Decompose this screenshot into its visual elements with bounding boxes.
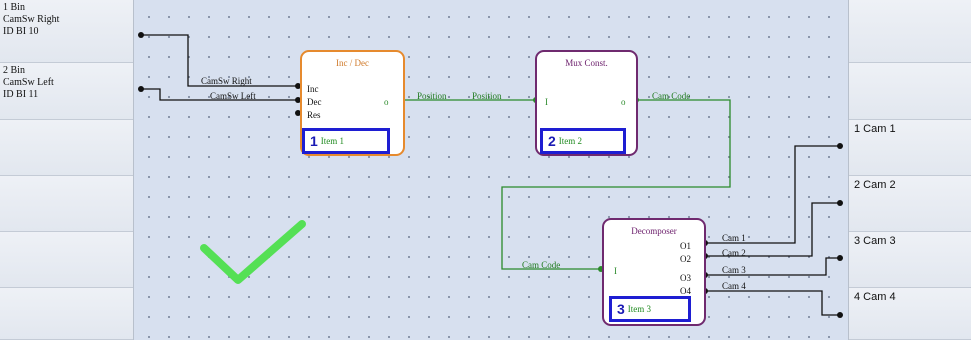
input-pin-2-name: CamSw Left (3, 77, 54, 88)
wire-label-cam-3: Cam 3 (722, 265, 746, 275)
wire-label-cam-code-in: Cam Code (522, 260, 561, 270)
checkmark-icon (200, 220, 306, 284)
input-pin-2-id: ID BI 11 (3, 89, 39, 100)
port-label-res: Res (307, 110, 321, 120)
wire-label-camsw-right: CamSw Right (201, 76, 252, 86)
port-label-o1: O1 (680, 241, 691, 251)
input-pin-empty[interactable] (0, 176, 133, 232)
wire-label-cam-4: Cam 4 (722, 281, 746, 291)
block-inc-dec[interactable]: Inc / Dec Inc Dec Res o 1 Item 1 (300, 50, 405, 156)
port-label-out: o (621, 97, 626, 107)
wire-label-position-in: Position (472, 91, 502, 101)
port-label-i: I (614, 266, 617, 276)
input-pin-empty[interactable] (0, 232, 133, 288)
block-decomposer-item[interactable]: 3 Item 3 (609, 296, 691, 322)
output-pin-4[interactable]: 4 Cam 4 (849, 288, 971, 340)
port-label-o3: O3 (680, 273, 691, 283)
wire-label-cam-2: Cam 2 (722, 248, 746, 258)
item-number: 3 (617, 301, 625, 317)
input-pin-1-name: CamSw Right (3, 14, 60, 25)
port-label-out: o (384, 97, 389, 107)
input-pin-empty[interactable] (0, 120, 133, 176)
output-pin-2-label: 2 Cam 2 (854, 179, 896, 191)
block-mux-const-title: Mux Const. (565, 58, 608, 68)
input-pin-2[interactable]: 2 Bin CamSw Left ID BI 11 (0, 63, 133, 120)
item-label: Item 2 (558, 136, 583, 146)
output-pin-1-label: 1 Cam 1 (854, 123, 896, 135)
port-label-o2: O2 (680, 254, 691, 264)
block-decomposer-title: Decomposer (631, 226, 677, 236)
input-pin-2-number: 2 Bin (3, 65, 25, 76)
input-pin-empty[interactable] (0, 288, 133, 340)
port-label-i: I (545, 97, 548, 107)
wire-label-camsw-left: CamSw Left (210, 91, 256, 101)
port-label-dec: Dec (307, 97, 322, 107)
block-mux-const[interactable]: Mux Const. I o 2 Item 2 (535, 50, 638, 156)
output-pin-empty[interactable] (849, 63, 971, 120)
output-pin-3-label: 3 Cam 3 (854, 235, 896, 247)
block-mux-const-item[interactable]: 2 Item 2 (540, 128, 626, 154)
output-pin-empty[interactable] (849, 0, 971, 63)
block-inc-dec-item[interactable]: 1 Item 1 (302, 128, 390, 154)
item-label: Item 3 (627, 304, 652, 314)
wire-label-position-out: Position (417, 91, 447, 101)
block-decomposer[interactable]: Decomposer I O1 O2 O3 O4 3 Item 3 (602, 218, 706, 326)
input-pin-1-id: ID BI 10 (3, 26, 39, 37)
item-number: 1 (310, 133, 318, 149)
output-pin-4-label: 4 Cam 4 (854, 291, 896, 303)
item-label: Item 1 (320, 136, 345, 146)
block-inc-dec-title: Inc / Dec (336, 58, 369, 68)
wire-label-cam-code-out: Cam Code (652, 91, 691, 101)
output-pin-column: 1 Cam 1 2 Cam 2 3 Cam 3 4 Cam 4 (848, 0, 971, 340)
input-pin-1[interactable]: 1 Bin CamSw Right ID BI 10 (0, 0, 133, 63)
output-pin-3[interactable]: 3 Cam 3 (849, 232, 971, 288)
input-pin-1-number: 1 Bin (3, 2, 25, 13)
input-pin-column: 1 Bin CamSw Right ID BI 10 2 Bin CamSw L… (0, 0, 134, 340)
output-pin-1[interactable]: 1 Cam 1 (849, 120, 971, 176)
port-label-o4: O4 (680, 286, 691, 296)
wire-label-cam-1: Cam 1 (722, 233, 746, 243)
item-number: 2 (548, 133, 556, 149)
port-label-inc: Inc (307, 84, 319, 94)
output-pin-2[interactable]: 2 Cam 2 (849, 176, 971, 232)
